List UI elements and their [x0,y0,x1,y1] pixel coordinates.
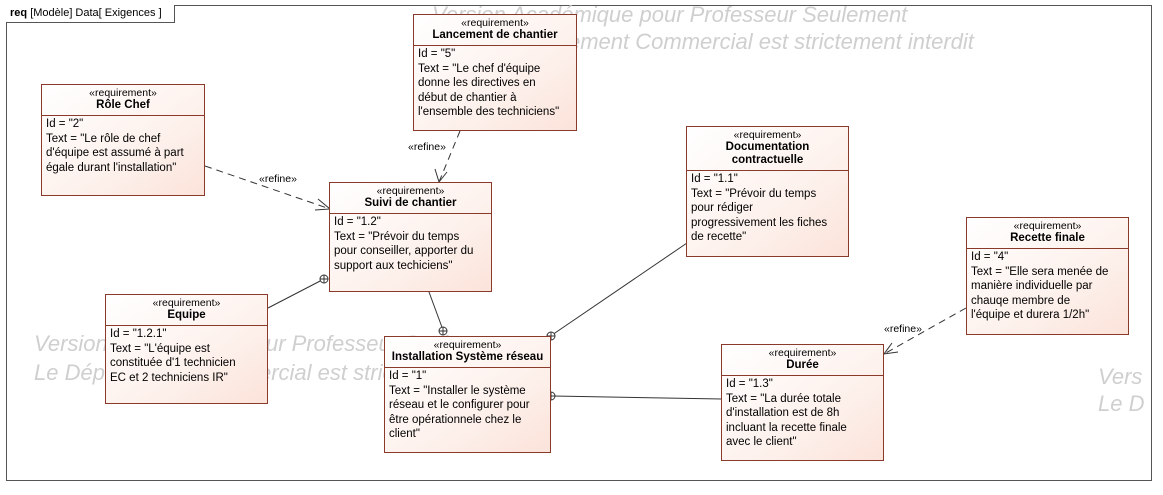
containment-installation-duree [552,395,723,400]
requirement-text-line: l'ensemble des techniciens" [418,106,560,118]
refine-role-to-suivi [204,165,331,210]
requirement-text-line: début de chantier à [418,91,517,104]
diagram-frame [6,5,1152,481]
stereotype-label: «requirement» [152,297,221,309]
stereotype-label: «requirement» [461,17,529,29]
requirement-text-line: chauqe membre de [971,294,1071,307]
arrowhead-lancement-suivi [434,168,448,184]
requirement-id: Id = "1" [389,370,427,382]
requirement-text-line: manière individuelle par [971,280,1093,292]
requirement-name: Lancement de chantier [432,29,558,41]
requirement-text-line: d'équipe est assumé à part [46,147,184,159]
containment-doc-installation [551,242,688,336]
requirement-id: Id = "1.3" [726,378,773,390]
requirement-text-line: support aux techiciens" [334,259,453,272]
requirement-equipe[interactable]: «requirement»Equipe Id = "1.2.1" Text = … [105,294,268,404]
arrowhead-role-suivi [314,198,332,211]
requirement-documentation-contractuelle[interactable]: «requirement»Documentation contractuelle… [686,126,849,257]
requirement-text-line: de recette" [691,231,747,243]
stereotype-label: «requirement» [1013,220,1082,232]
requirement-duree[interactable]: «requirement»Durée Id = "1.3" Text = "La… [721,344,884,461]
stereotype-label: «requirement» [433,339,502,351]
requirement-text-line: pour rédiger [691,202,754,214]
requirement-text-line: constituée d'1 technicien [110,357,236,369]
requirement-id: Id = "1.2" [334,216,381,228]
requirement-text-line: Text = "Installer le système [389,384,526,397]
requirement-name: Rôle Chef [96,99,150,111]
stereotype-label: «requirement» [89,87,157,99]
requirement-text-line: réseau et le configurer pour [389,399,530,411]
containment-equipe-suivi [267,278,325,309]
refine-label-recette: «refine» [884,323,922,335]
requirement-text-line: pour conseiller, apporter du [334,245,474,257]
requirement-text-line: incluant la recette finale [726,421,847,434]
requirement-name: Installation Système réseau [391,351,544,363]
refine-lancement-to-suivi [438,130,461,183]
requirement-text-line: Text = "Prévoir du temps [691,187,817,200]
refine-label-role: «refine» [259,173,297,185]
refine-label-lancement: «refine» [408,141,446,153]
requirement-text-line: Text = "L'équipe est [110,342,210,355]
requirement-text-line: client" [389,428,420,440]
refine-recette-to-duree [883,307,967,355]
requirement-text-line: avec le client" [726,436,797,448]
requirement-text-line: Text = "La durée totale [726,392,842,405]
requirement-suivi-de-chantier[interactable]: «requirement»Suivi de chantier Id = "1.2… [329,182,492,292]
requirement-name: Equipe [167,309,206,321]
stereotype-label: «requirement» [733,129,802,141]
requirement-text-line: d'installation est de 8h [726,407,840,419]
requirement-text-line: égale durant l'installation" [46,161,177,174]
requirement-name: Suivi de chantier [364,197,457,209]
diagram-frame-header: req [Modèle] Data[ Exigences ] [6,5,175,23]
stereotype-label: «requirement» [376,185,445,197]
diagram-frame-title: [Modèle] Data[ Exigences ] [30,7,162,19]
stereotype-label: «requirement» [768,347,837,359]
requirement-text-line: Text = "Elle sera menée de [971,265,1109,278]
requirement-id: Id = "1.2.1" [110,328,167,340]
requirement-recette-finale[interactable]: «requirement»Recette finale Id = "4" Tex… [966,217,1129,335]
requirement-text-line: Text = "Le rôle de chef [46,132,161,145]
requirement-name: Durée [786,359,819,371]
requirement-lancement-de-chantier[interactable]: «requirement»Lancement de chantier Id = … [413,14,577,131]
arrowhead-recette-duree [882,342,899,355]
diagram-kind-keyword: req [10,7,28,19]
requirement-role-chef[interactable]: «requirement»Rôle Chef Id = "2" Text = "… [41,84,205,196]
requirement-id: Id = "1.1" [691,173,738,185]
requirement-name: Documentation contractuelle [725,141,810,166]
requirement-id: Id = "5" [418,48,456,60]
requirement-text-line: EC et 2 techniciens IR" [110,371,228,384]
requirement-id: Id = "2" [46,118,84,130]
requirement-id: Id = "4" [971,251,1009,263]
requirement-text-line: Text = "Prévoir du temps [334,230,460,243]
containment-suivi-installation [428,291,444,331]
requirement-text-line: progressivement les fiches [691,216,828,229]
requirement-name: Recette finale [1010,232,1085,244]
requirement-text-line: Text = "Le chef d'équipe [418,62,541,75]
requirement-text-line: l'équipe et durera 1/2h" [971,309,1090,321]
requirement-installation-systeme-reseau[interactable]: «requirement»Installation Système réseau… [384,336,551,453]
requirement-text-line: donne les directives en [418,77,536,89]
requirement-text-line: être opérationnele chez le [389,413,522,426]
